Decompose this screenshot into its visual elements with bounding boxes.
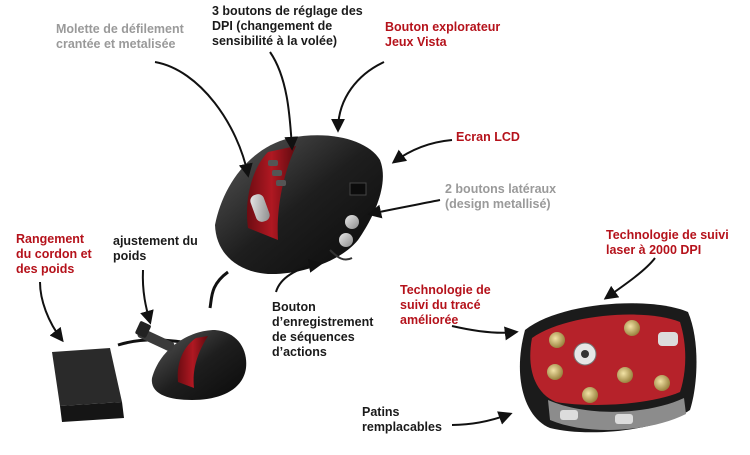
dpi-button-3 <box>276 180 286 186</box>
arrow-tracking-tech <box>451 325 519 341</box>
laser-sensor-lens <box>581 350 589 358</box>
weight-slot-1 <box>549 332 565 348</box>
arrow-scroll-wheel <box>154 61 253 178</box>
scroll-wheel <box>250 194 270 222</box>
weight-slot-4 <box>617 367 633 383</box>
small-mouse-image <box>52 321 247 422</box>
underside-image <box>519 303 697 433</box>
weight-slot-6 <box>654 375 670 391</box>
lcd-screen <box>349 182 367 196</box>
macro-button <box>329 249 353 261</box>
label-feet: Patins remplacables <box>362 405 442 434</box>
glide-pad-2 <box>560 410 578 420</box>
arrow-cord-storage <box>39 281 64 343</box>
side-button-2 <box>339 233 353 247</box>
glide-pad-3 <box>615 414 633 424</box>
label-macro-button: Bouton d’enregistrement de séquences d’a… <box>272 300 374 359</box>
side-button-1 <box>345 215 359 229</box>
arrow-side-buttons <box>367 199 441 219</box>
mouse-cable <box>208 270 229 309</box>
label-laser-tech: Technologie de suivi laser à 2000 DPI <box>606 228 729 257</box>
weight-slot-2 <box>624 320 640 336</box>
glide-pad-1 <box>658 332 678 346</box>
label-weight-adjust: ajustement du poids <box>113 234 198 263</box>
arrow-vista-button <box>331 61 385 133</box>
label-side-buttons: 2 boutons latéraux (design metallisé) <box>445 182 557 211</box>
arrow-lcd <box>391 139 453 164</box>
label-vista-button: Bouton explorateur Jeux Vista <box>385 20 501 49</box>
label-cord-storage: Rangement du cordon et des poids <box>16 232 92 276</box>
weight-slot-3 <box>547 364 563 380</box>
arrow-feet <box>451 411 513 426</box>
weight-cap <box>135 321 151 338</box>
underside-red-plate <box>530 314 686 405</box>
underside-metal-edge <box>548 398 686 431</box>
small-mouse-body <box>151 330 247 400</box>
mouse-body <box>215 135 383 275</box>
weight-slot-5 <box>582 387 598 403</box>
label-scroll-wheel: Molette de défilement crantée et metalis… <box>56 22 184 51</box>
arrow-laser-tech <box>603 257 656 300</box>
dpi-button-2 <box>272 170 282 176</box>
label-lcd: Ecran LCD <box>456 130 520 144</box>
small-mouse-red-panel <box>177 336 208 388</box>
arrow-weight-adjust <box>140 269 154 325</box>
label-tracking-tech: Technologie de suivi du tracé améliorée <box>400 283 491 327</box>
arrow-dpi-buttons <box>269 51 299 151</box>
arrow-macro-button <box>275 258 323 293</box>
main-mouse-image <box>208 135 383 309</box>
storage-box-top <box>52 348 122 406</box>
dpi-button-1 <box>268 160 278 166</box>
label-dpi-buttons: 3 boutons de réglage des DPI (changement… <box>212 4 363 48</box>
storage-box-front <box>60 402 124 422</box>
